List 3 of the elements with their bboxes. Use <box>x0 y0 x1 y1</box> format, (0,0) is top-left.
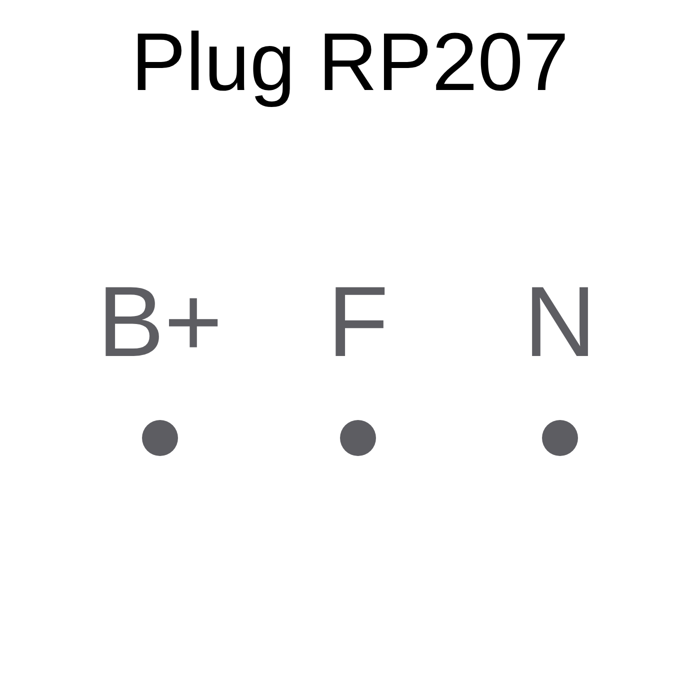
pin-label: N <box>524 272 596 372</box>
pin-label: B+ <box>97 272 223 372</box>
pin-label: F <box>327 272 389 372</box>
